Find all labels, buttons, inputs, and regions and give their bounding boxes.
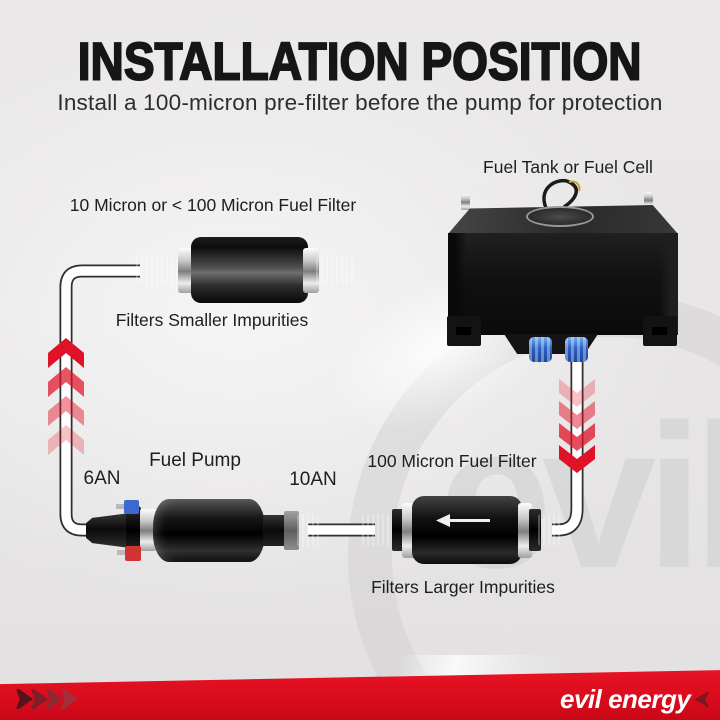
caption-prefilter: Filters Smaller Impurities [115,310,309,330]
mainfilter-inlet-hex [392,509,404,551]
pump-outlet-shaft [263,515,287,546]
arrow-right-icon [46,689,63,709]
tank-mount-tab-right [643,316,677,346]
pump-terminal-block [140,509,156,551]
tank-sender-wires [542,179,581,209]
arrow-right-icon [31,689,48,709]
label-10an: 10AN [289,469,337,490]
mainfilter-outlet-hex [529,509,541,551]
chevron-up-icon [48,338,84,368]
chevron-up-icon [48,396,84,426]
flow-direction-arrow-icon [448,519,490,522]
flow-chevrons-down [559,379,595,473]
pump-body [153,499,265,562]
page-title: INSTALLATION POSITION [77,30,642,91]
label-prefilter: 10 Micron or < 100 Micron Fuel Filter [69,195,357,215]
footer-arrows [16,689,78,709]
chevron-up-icon [48,425,84,455]
brand-logo-text: evil energy [560,684,691,714]
chevron-down-icon [559,379,595,407]
arrow-right-icon [61,689,78,709]
header: INSTALLATION POSITION [0,30,720,91]
flow-chevrons-up [48,338,84,455]
prefilter-inlet-fitting [136,256,186,285]
brand-logo: evil energy [560,684,710,715]
mainfilter-outlet-fitting [538,514,560,546]
pump-outlet-fitting [297,514,319,547]
tank-outlet-fitting-blue [529,337,552,362]
prefilter-outlet-collar [303,248,319,293]
subtitle-wrap: Install a 100-micron pre-filter before t… [0,90,720,116]
pump-outlet-nut [284,511,299,550]
page-subtitle: Install a 100-micron pre-filter before t… [57,90,663,115]
tank-post-right [644,192,653,208]
caption-mainfilter: Filters Larger Impurities [371,577,555,597]
label-fuel-pump: Fuel Pump [149,450,241,471]
pump-terminal-red [117,546,141,561]
arrow-left-icon [694,691,710,708]
label-mainfilter: 100 Micron Fuel Filter [367,451,537,471]
label-6an: 6AN [83,468,121,489]
prefilter-outlet-fitting [316,256,356,285]
prefilter-inlet-collar [178,248,194,293]
prefilter-body [191,237,308,303]
tank-mount-tab-left [447,316,481,346]
tank-post-left [461,194,470,210]
arrow-right-icon [16,689,33,709]
label-fuel-tank: Fuel Tank or Fuel Cell [483,157,653,177]
pump-inlet-hex [126,506,141,554]
tank-front-face [448,233,678,335]
pump-terminal-blue [116,500,139,514]
mainfilter-outlet-collar [518,503,532,558]
chevron-up-icon [48,367,84,397]
tank-outlet-fitting-blue [565,337,588,362]
mainfilter-body [412,496,522,564]
tank-sender-plate [526,206,594,227]
